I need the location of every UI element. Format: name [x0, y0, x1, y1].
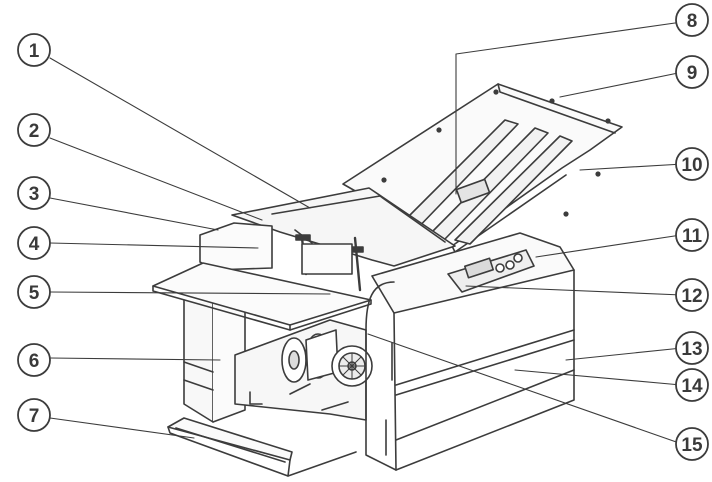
catch-tray — [167, 417, 357, 477]
leader-lines — [49, 21, 684, 445]
leader-8 — [455, 21, 683, 195]
callout-15: 15 — [675, 427, 709, 461]
leader-5 — [49, 291, 331, 295]
callout-8: 8 — [675, 3, 709, 37]
control-panel — [447, 249, 535, 293]
leader-6 — [49, 357, 221, 361]
callout-4-label: 4 — [29, 234, 40, 255]
callout-13: 13 — [675, 331, 709, 365]
leader-15 — [367, 333, 683, 445]
top-deck — [231, 187, 456, 292]
callout-2: 2 — [17, 113, 51, 147]
callout-10-label: 10 — [681, 155, 702, 176]
callout-6: 6 — [17, 343, 51, 377]
callout-2-label: 2 — [29, 121, 40, 142]
leader-12 — [465, 285, 683, 296]
callout-14-label: 14 — [681, 376, 703, 397]
callout-9: 9 — [675, 55, 709, 89]
callout-3-label: 3 — [29, 184, 40, 205]
callouts: 1 2 3 4 5 6 7 8 9 10 11 12 13 14 15 — [17, 3, 709, 461]
roller-assembly — [234, 319, 373, 421]
callout-7: 7 — [17, 398, 51, 432]
callout-13-label: 13 — [681, 339, 702, 360]
leader-9 — [559, 71, 684, 98]
leader-13 — [565, 347, 683, 361]
callout-12: 12 — [675, 278, 709, 312]
callout-5-label: 5 — [29, 283, 40, 304]
callout-11: 11 — [675, 218, 709, 252]
leader-10 — [579, 163, 684, 171]
callout-6-label: 6 — [29, 351, 40, 372]
callout-9-label: 9 — [687, 63, 698, 84]
leader-11 — [535, 234, 682, 258]
callout-8-label: 8 — [687, 11, 698, 32]
callout-11-label: 11 — [682, 226, 703, 247]
callout-1-label: 1 — [29, 41, 40, 62]
callout-4: 4 — [17, 226, 51, 260]
callout-12-label: 12 — [681, 286, 702, 307]
callout-3: 3 — [17, 176, 51, 210]
callout-15-label: 15 — [681, 435, 703, 456]
leader-1 — [49, 57, 311, 209]
callout-1: 1 — [17, 33, 51, 67]
leader-2 — [49, 137, 263, 221]
leader-7 — [49, 417, 195, 439]
callout-14: 14 — [675, 368, 709, 402]
callout-7-label: 7 — [29, 406, 40, 427]
leader-3 — [49, 197, 219, 231]
callout-10: 10 — [675, 147, 709, 181]
leader-14 — [514, 369, 682, 386]
callout-5: 5 — [17, 275, 51, 309]
leader-4 — [49, 242, 259, 249]
